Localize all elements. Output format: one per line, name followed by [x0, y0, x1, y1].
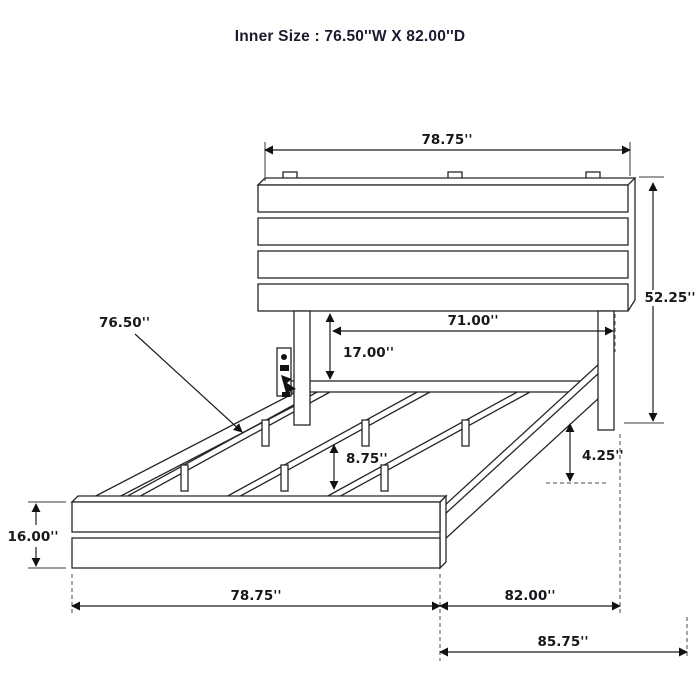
left-side-rail-line — [87, 389, 301, 501]
dim-inner-width: 71.00'' — [332, 313, 616, 352]
support-foot — [461, 419, 470, 447]
footboard-top-face — [70, 495, 448, 503]
headboard-leg-left — [293, 310, 311, 426]
head-cross-rail — [287, 380, 604, 393]
support-foot — [180, 464, 189, 492]
footboard-side-face — [439, 494, 447, 570]
support-rail-line — [214, 384, 431, 504]
footboard-slat — [71, 537, 441, 569]
dim-overall-height: 52.25'' — [624, 176, 696, 424]
dim-rail-drop: 17.00'' — [325, 313, 394, 380]
bracket-bolt — [281, 354, 287, 360]
dim-label-overall-height: 52.25'' — [645, 290, 696, 306]
bracket-hook — [281, 375, 296, 393]
dim-footboard-width: 78.75'' — [71, 574, 441, 661]
dim-label-rail-height: 4.25'' — [582, 448, 624, 464]
bracket-plate — [280, 365, 289, 371]
headboard — [256, 171, 637, 431]
dim-label-overall-depth: 85.75'' — [538, 634, 589, 650]
dim-label-slat-gap: 8.75'' — [346, 451, 388, 467]
dim-rail-height: 4.25'' — [546, 423, 624, 484]
headboard-top-face — [256, 177, 637, 186]
headboard-slat — [257, 283, 629, 312]
footboard — [70, 494, 448, 570]
right-side-rail-edge — [443, 360, 613, 516]
diagram-title: Inner Size : 76.50''W X 82.00''D — [234, 28, 466, 45]
label-backing — [644, 290, 696, 306]
support-foot — [280, 464, 289, 492]
support-foot — [380, 464, 389, 492]
dim-label-footboard-width: 78.75'' — [231, 588, 282, 604]
support-rail-line — [314, 391, 531, 511]
leader-line — [134, 333, 243, 433]
support-rail-line — [214, 391, 431, 511]
footboard-slat — [71, 501, 441, 533]
dim-inner-depth: 82.00'' — [439, 434, 621, 613]
dim-label-headboard-width: 78.75'' — [422, 132, 473, 148]
dim-slat-gap: 8.75'' — [329, 444, 388, 490]
dim-headboard-width: 78.75'' — [264, 132, 631, 181]
slat-support-rails — [87, 380, 604, 514]
dim-label-footboard-height: 16.00'' — [8, 529, 59, 545]
dim-label-inner-width: 71.00'' — [448, 313, 499, 329]
headboard-slat — [257, 217, 629, 246]
headboard-side-edge — [627, 299, 636, 312]
headboard-leg-right — [597, 310, 615, 431]
dim-overall-depth: 85.75'' — [439, 617, 688, 659]
dim-slat-length: 76.50'' — [99, 315, 243, 433]
headboard-slat — [257, 184, 629, 213]
dim-footboard-height: 16.00'' — [8, 501, 66, 569]
dim-label-slat-length: 76.50'' — [99, 315, 150, 331]
bracket-plate — [282, 392, 290, 397]
dim-label-inner-depth: 82.00'' — [505, 588, 556, 604]
support-foot — [361, 419, 370, 447]
dim-label-rail-drop: 17.00'' — [343, 345, 394, 361]
support-rail-line — [314, 384, 531, 504]
support-foot — [261, 419, 270, 447]
headboard-slat — [257, 250, 629, 279]
